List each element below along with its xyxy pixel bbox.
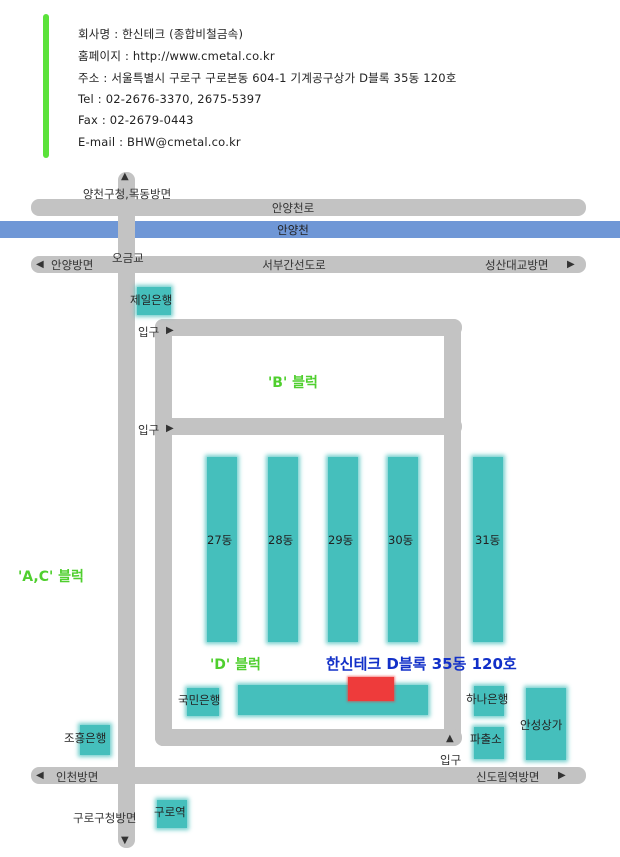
to-guro-office-label: 구로구청방면 [73, 811, 137, 825]
river [0, 221, 620, 238]
jeil-bank [137, 287, 171, 315]
police-box [474, 727, 504, 759]
arrow-right-icon: ▶ [558, 770, 566, 781]
building-30 [388, 457, 418, 642]
main-vertical-road [118, 172, 135, 848]
ac-block-label: 'A,C' 블럭 [18, 569, 84, 585]
to-incheon-label: 인천방면 [56, 770, 99, 784]
bridge-label: 오금교 [112, 251, 144, 265]
arrow-up-icon: ▲ [446, 733, 454, 744]
block-north-road [155, 319, 462, 336]
building-31-label: 31동 [475, 533, 501, 547]
fax-text: Fax : 02-2679-0443 [78, 113, 194, 127]
to-yangcheon-label: 양천구청,목동방면 [82, 187, 172, 201]
block-west-road [155, 319, 172, 746]
d-block-building-35 [238, 685, 428, 715]
arrow-left-icon: ◀ [36, 259, 44, 270]
jeil-bank-label: 제일은행 [130, 293, 173, 307]
block-east-road [444, 319, 461, 746]
target-address-label: 한신테크 D블록 35동 120호 [326, 655, 517, 673]
arrow-right-icon: ▶ [166, 325, 174, 336]
guro-station [157, 800, 187, 828]
target-location-marker[interactable] [348, 677, 394, 701]
building-28 [268, 457, 298, 642]
west-road-label: 서부간선도로 [262, 258, 326, 272]
to-sindorim-label: 신도림역방면 [476, 770, 540, 784]
building-27-label: 27동 [207, 533, 233, 547]
anseong-mall [526, 688, 566, 760]
arrow-right-icon: ▶ [166, 423, 174, 434]
kookmin-bank-label: 국민은행 [178, 693, 221, 707]
company-name: 회사명 : 한신테크 (종합비철금속) [78, 27, 244, 41]
hana-bank-label: 하나은행 [466, 692, 509, 706]
arrow-up-icon: ▲ [121, 171, 129, 182]
river-label: 안양천 [277, 223, 309, 237]
chohung-bank-label: 조흥은행 [64, 731, 107, 745]
police-box-label: 파출소 [470, 732, 502, 746]
building-28-label: 28동 [268, 533, 294, 547]
building-30-label: 30동 [388, 533, 414, 547]
to-anyang-label: 안양방면 [51, 258, 94, 272]
entrance-label: 입구 [440, 753, 462, 767]
west-arterial-road [31, 256, 586, 273]
arrow-left-icon: ◀ [36, 770, 44, 781]
info-accent-bar [43, 14, 49, 158]
entrance-label: 입구 [138, 325, 160, 339]
arrow-down-icon: ▼ [121, 835, 129, 846]
email-link[interactable]: E-mail : BHW@cmetal.co.kr [78, 135, 241, 149]
top-road [31, 199, 586, 216]
homepage-link[interactable]: 홈페이지 : http://www.cmetal.co.kr [78, 49, 275, 63]
building-31 [473, 457, 503, 642]
bottom-road [31, 767, 586, 784]
chohung-bank [80, 725, 110, 755]
arrow-right-icon: ▶ [567, 259, 575, 270]
building-27 [207, 457, 237, 642]
guro-station-label: 구로역 [154, 805, 186, 819]
building-29-label: 29동 [328, 533, 354, 547]
tel-text: Tel : 02-2676-3370, 2675-5397 [78, 92, 262, 106]
kookmin-bank [187, 688, 219, 716]
d-block-label: 'D' 블럭 [210, 657, 261, 673]
block-south-road [155, 729, 462, 746]
hana-bank [474, 686, 504, 716]
entrance-label: 입구 [138, 423, 160, 437]
anseong-mall-label: 안성상가 [520, 718, 563, 732]
to-seongsan-label: 성산대교방면 [485, 258, 549, 272]
block-middle-road [155, 418, 462, 435]
building-29 [328, 457, 358, 642]
address-text: 주소 : 서울특별시 구로구 구로본동 604-1 기계공구상가 D블록 35동… [78, 71, 457, 85]
b-block-label: 'B' 블럭 [268, 375, 318, 391]
top-road-label: 안양천로 [271, 201, 315, 215]
